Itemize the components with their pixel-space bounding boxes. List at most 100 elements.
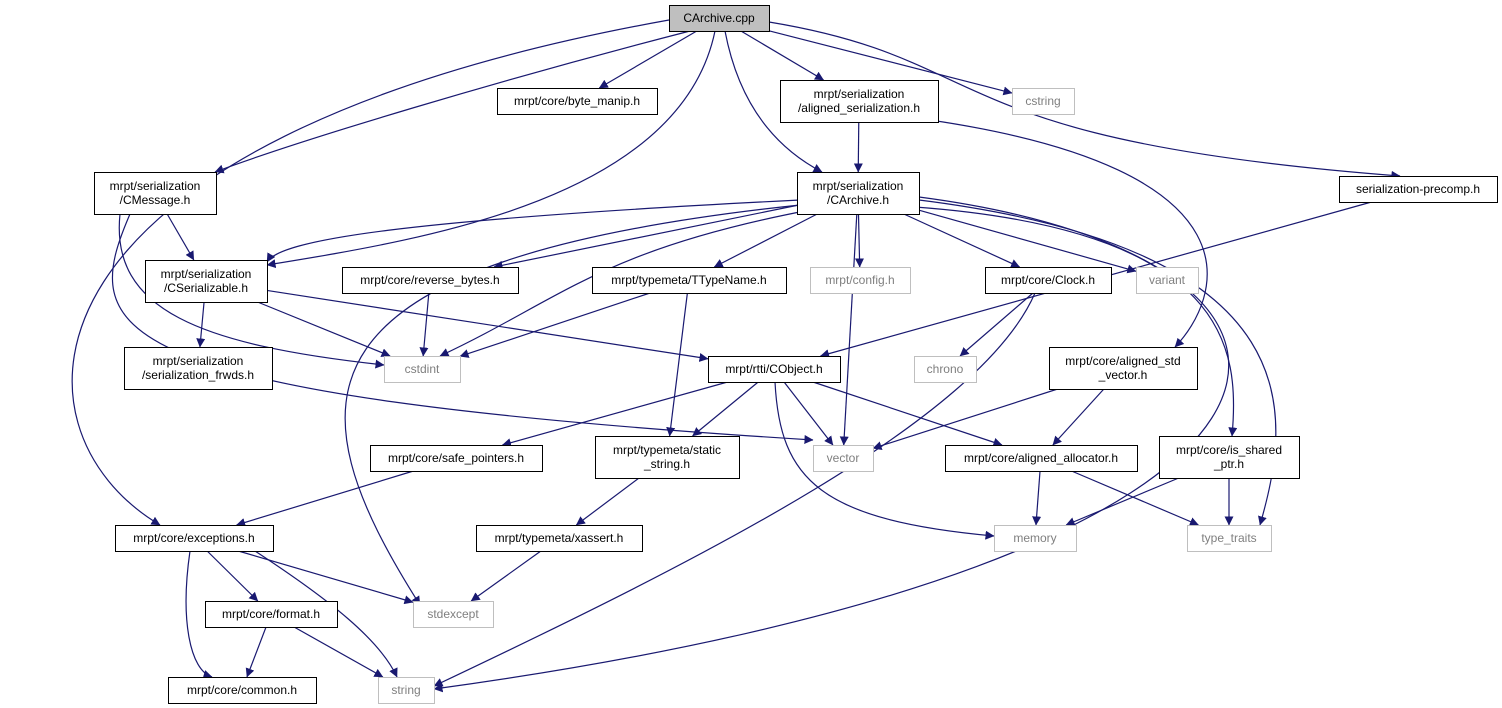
edge-ttypename-to-cstdint xyxy=(459,292,651,358)
node-box xyxy=(1159,436,1300,479)
node-box xyxy=(413,601,494,628)
node-memory: memory xyxy=(994,525,1077,552)
edge-carchive_h-to-config xyxy=(855,213,865,268)
node-carchive_cpp[interactable]: CArchive.cpp xyxy=(669,5,770,32)
edge-exceptions-to-string xyxy=(254,550,398,678)
node-label: mrpt/typemeta/static xyxy=(613,443,721,457)
node-label: cstdint xyxy=(405,362,440,376)
edge-format-to-common xyxy=(245,626,267,678)
node-box xyxy=(384,356,461,383)
node-label: mrpt/core/is_shared xyxy=(1176,443,1282,457)
node-label: /CSerializable.h xyxy=(164,281,248,295)
edge-cobject-to-static_string xyxy=(692,381,759,437)
node-reverse_bytes[interactable]: mrpt/core/reverse_bytes.h xyxy=(342,267,519,294)
node-cstdint: cstdint xyxy=(384,356,461,383)
edge-carchive_cpp-to-exceptions xyxy=(71,19,670,526)
edge-is_shared_ptr-to-memory xyxy=(1065,477,1179,526)
edge-carchive_cpp-to-cserializable xyxy=(266,30,716,269)
edge-cmessage-to-cserializable xyxy=(166,213,195,261)
node-box xyxy=(1049,347,1198,390)
edge-aligned_std_vector-to-vector xyxy=(872,388,1058,451)
node-label: memory xyxy=(1013,531,1056,545)
node-serialization_frwds[interactable]: mrpt/serialization/serialization_frwds.h xyxy=(124,347,273,390)
node-box xyxy=(1187,525,1272,552)
node-safe_pointers[interactable]: mrpt/core/safe_pointers.h xyxy=(370,445,543,472)
node-label: /CArchive.h xyxy=(827,193,889,207)
edge-carchive_h-to-ttypename xyxy=(713,213,818,268)
node-carchive_h[interactable]: mrpt/serialization/CArchive.h xyxy=(797,172,920,215)
node-label: type_traits xyxy=(1201,531,1256,545)
edge-exceptions-to-stdexcept xyxy=(238,550,414,605)
node-label: mrpt/serialization xyxy=(161,267,252,281)
node-label: mrpt/core/exceptions.h xyxy=(133,531,254,545)
node-common[interactable]: mrpt/core/common.h xyxy=(168,677,317,704)
node-label: /aligned_serialization.h xyxy=(798,101,920,115)
edge-aligned_serialization-to-aligned_std_vector xyxy=(929,119,1208,348)
node-cmessage[interactable]: mrpt/serialization/CMessage.h xyxy=(94,172,217,215)
node-box xyxy=(1136,267,1199,294)
edge-reverse_bytes-to-cstdint xyxy=(419,292,430,357)
edge-carchive_h-to-string xyxy=(433,196,1230,693)
node-label: _string.h xyxy=(643,457,690,471)
node-xassert[interactable]: mrpt/typemeta/xassert.h xyxy=(476,525,643,552)
edge-carchive_h-to-clock xyxy=(903,213,1021,268)
edge-exceptions-to-format xyxy=(206,550,259,602)
node-ttypename[interactable]: mrpt/typemeta/TTypeName.h xyxy=(592,267,787,294)
node-label: mrpt/core/format.h xyxy=(222,607,320,621)
edge-exceptions-to-common xyxy=(185,550,213,679)
node-box xyxy=(1012,88,1075,115)
node-box xyxy=(810,267,911,294)
node-is_shared_ptr[interactable]: mrpt/core/is_shared_ptr.h xyxy=(1159,436,1300,479)
node-box xyxy=(1339,176,1498,203)
edge-aligned_std_vector-to-aligned_allocator xyxy=(1052,388,1105,446)
node-cserializable[interactable]: mrpt/serialization/CSerializable.h xyxy=(145,260,268,303)
node-chrono: chrono xyxy=(914,356,977,383)
node-box xyxy=(914,356,977,383)
edge-clock-to-chrono xyxy=(959,292,1034,357)
node-variant: variant xyxy=(1136,267,1199,294)
edge-carchive_h-to-variant xyxy=(918,209,1137,274)
edge-carchive_h-to-cstdint xyxy=(439,209,811,357)
node-box xyxy=(595,436,740,479)
node-cobject[interactable]: mrpt/rtti/CObject.h xyxy=(708,356,841,383)
node-aligned_serialization[interactable]: mrpt/serialization/aligned_serialization… xyxy=(780,80,939,123)
node-config: mrpt/config.h xyxy=(810,267,911,294)
edge-aligned_allocator-to-type_traits xyxy=(1071,470,1199,526)
node-serialization_precomp[interactable]: serialization-precomp.h xyxy=(1339,176,1498,203)
node-label: serialization-precomp.h xyxy=(1356,182,1480,196)
node-label: CArchive.cpp xyxy=(683,11,755,25)
node-box xyxy=(994,525,1077,552)
node-exceptions[interactable]: mrpt/core/exceptions.h xyxy=(115,525,274,552)
edge-carchive_h-to-cserializable xyxy=(266,199,801,263)
node-label: mrpt/core/Clock.h xyxy=(1001,273,1095,287)
node-label: mrpt/rtti/CObject.h xyxy=(725,362,822,376)
node-label: mrpt/core/aligned_allocator.h xyxy=(964,451,1118,465)
node-label: mrpt/config.h xyxy=(825,273,894,287)
node-box xyxy=(945,445,1138,472)
edge-cmessage-to-vector xyxy=(111,213,814,444)
node-box xyxy=(476,525,643,552)
node-box xyxy=(124,347,273,390)
node-box xyxy=(145,260,268,303)
node-box xyxy=(205,601,338,628)
node-box xyxy=(797,172,920,215)
node-format[interactable]: mrpt/core/format.h xyxy=(205,601,338,628)
node-label: /serialization_frwds.h xyxy=(142,368,254,382)
node-aligned_allocator[interactable]: mrpt/core/aligned_allocator.h xyxy=(945,445,1138,472)
node-box xyxy=(115,525,274,552)
node-vector: vector xyxy=(813,445,874,472)
node-box xyxy=(370,445,543,472)
node-clock[interactable]: mrpt/core/Clock.h xyxy=(985,267,1112,294)
node-static_string[interactable]: mrpt/typemeta/static_string.h xyxy=(595,436,740,479)
edge-aligned_allocator-to-memory xyxy=(1032,470,1042,526)
edge-clock-to-string xyxy=(433,292,1036,687)
node-aligned_std_vector[interactable]: mrpt/core/aligned_std_vector.h xyxy=(1049,347,1198,390)
node-label: mrpt/core/aligned_std xyxy=(1065,354,1180,368)
node-label: cstring xyxy=(1025,94,1060,108)
edge-cobject-to-safe_pointers xyxy=(502,381,728,448)
node-label: mrpt/typemeta/TTypeName.h xyxy=(611,273,766,287)
node-byte_manip[interactable]: mrpt/core/byte_manip.h xyxy=(497,88,658,115)
node-label: stdexcept xyxy=(427,607,479,621)
node-label: chrono xyxy=(927,362,964,376)
